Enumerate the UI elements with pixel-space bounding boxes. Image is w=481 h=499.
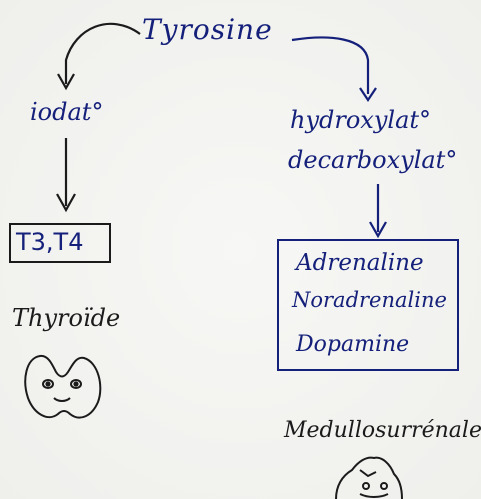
tyrosine-label: Tyrosine <box>142 16 273 44</box>
adrenaline-label: Adrenaline <box>296 252 424 275</box>
thyroid-icon <box>25 356 100 418</box>
arrow-tyrosine-to-iodat <box>66 24 140 84</box>
decarboxylat-label: decarboxylat° <box>288 148 457 172</box>
hydroxylat-label: hydroxylat° <box>290 108 431 132</box>
noradrenaline-label: Noradrenaline <box>292 290 447 311</box>
iodat-label: iodat° <box>30 100 103 124</box>
medullosurrenale-label: Medullosurrénale <box>284 420 481 442</box>
dopamine-label: Dopamine <box>296 334 409 356</box>
thyroide-label: Thyroïde <box>12 306 120 330</box>
t3t4-label: T3,T4 <box>16 230 84 254</box>
adrenal-gland-icon <box>336 458 402 499</box>
arrow-tyrosine-to-hydroxylat <box>292 37 368 94</box>
